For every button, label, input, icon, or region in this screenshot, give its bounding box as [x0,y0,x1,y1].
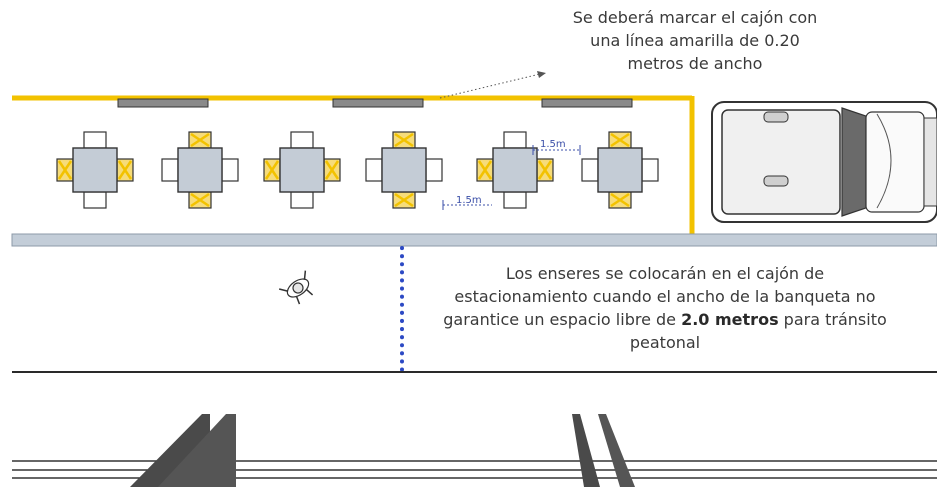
chair-right [221,158,239,182]
chair-top [188,131,212,149]
chair-top [608,131,632,149]
curb-strip [11,233,937,247]
planter-boxes [117,98,633,108]
marking-note-line-2: una línea amarilla de 0.20 [590,31,800,50]
marking-instruction-note: Se deberá marcar el cajón con una línea … [540,6,850,75]
table-top [381,147,427,193]
chair-left [365,158,383,182]
chair-left [161,158,179,182]
angled-barriers [130,414,635,487]
chair-right [536,158,554,182]
table-sets [56,131,659,209]
dimension-horizontal: 1.5m [532,139,581,155]
dimension-label-vertical: 1.5m [456,195,482,206]
chair-right [323,158,341,182]
chair-bottom [188,191,212,209]
table-top [597,147,643,193]
chair-bottom [503,191,527,209]
yellow-parking-border [12,95,695,234]
pickup-truck-icon [711,101,937,223]
placement-note-line-3-prefix: garantice un espacio libre de [443,310,682,329]
marking-note-line-1: Se deberá marcar el cajón con [572,8,818,27]
chair-top [503,131,527,149]
chair-left [263,158,281,182]
chair-bottom [290,191,314,209]
placement-note-line-4: peatonal [629,333,701,352]
chair-bottom [608,191,632,209]
minimum-clearance-value: 2.0 metros [681,310,779,329]
marking-note-line-3: metros de ancho [627,54,763,73]
placement-note-line-1: Los enseres se colocarán en el cajón de [505,264,825,283]
table-top [279,147,325,193]
dimension-vertical: 1.5m [442,195,492,210]
furniture-placement-note: Los enseres se colocarán en el cajón de … [405,262,925,354]
chair-top [290,131,314,149]
table-top [72,147,118,193]
chair-bottom [83,191,107,209]
dimension-label-horizontal: 1.5m [540,139,566,150]
chair-right [116,158,134,182]
pedestrian-icon [278,270,314,305]
chair-left [581,158,599,182]
placement-note-line-2: estacionamiento cuando el ancho de la ba… [454,287,876,306]
placement-note-line-3: garantice un espacio libre de 2.0 metros… [405,308,925,331]
table-top [177,147,223,193]
chair-left [476,158,494,182]
chair-top [83,131,107,149]
table-top [492,147,538,193]
chair-right [425,158,443,182]
chair-right [641,158,659,182]
note-leader-arrow [439,71,546,99]
placement-note-line-3-suffix: para tránsito [778,310,887,329]
chair-top [392,131,416,149]
chair-left [56,158,74,182]
chair-bottom [392,191,416,209]
